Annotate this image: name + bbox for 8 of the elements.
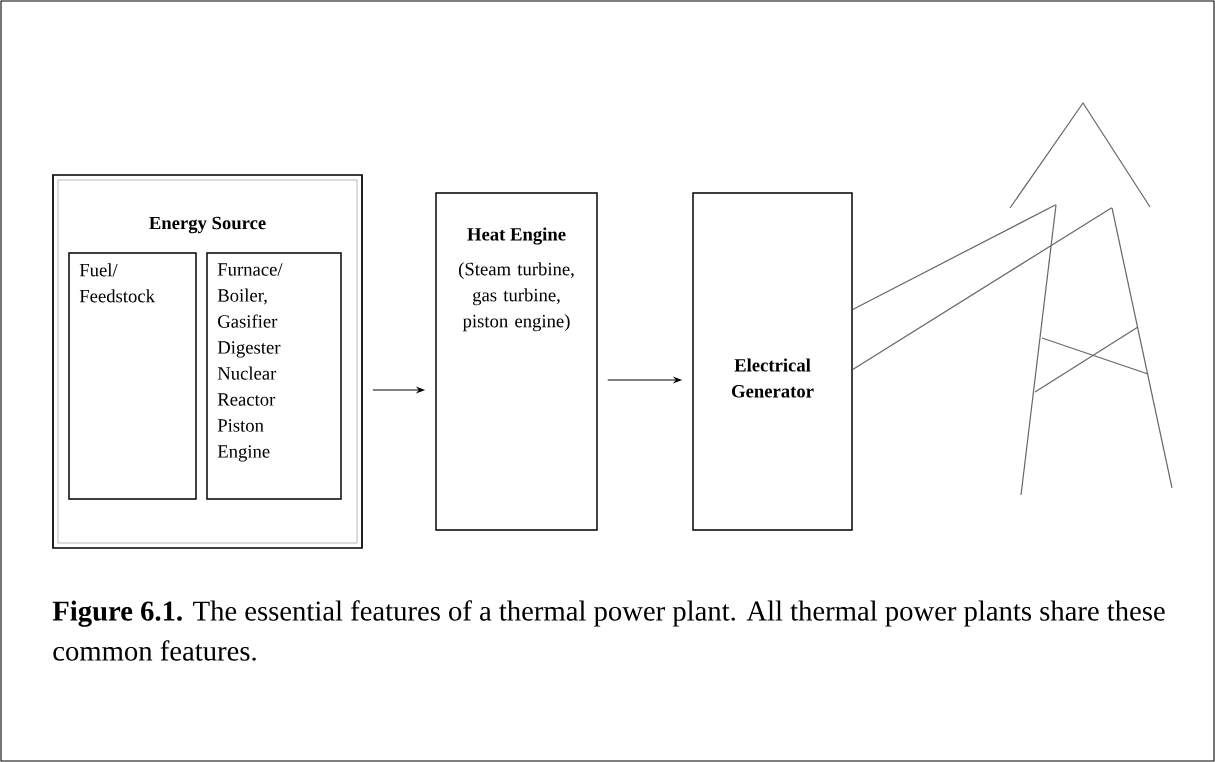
- component-box: Furnace/ Boiler, Gasifier Digester Nuclear Reactor Piston Engine: [206, 252, 342, 500]
- component-box: Fuel/ Feedstock: [68, 252, 197, 500]
- power-line: [852, 204, 1057, 311]
- pylon-drawing: [1009, 101, 1173, 496]
- process-box: Heat Engine (Steam turbine, gas turbine, piston engine): [435, 192, 598, 531]
- process-box: Electrical Generator: [692, 192, 853, 531]
- power-line: [852, 207, 1113, 371]
- figure-caption: Figure 6.1. The essential features of a thermal power plant. All thermal power plants share these common features.: [52, 600, 1165, 661]
